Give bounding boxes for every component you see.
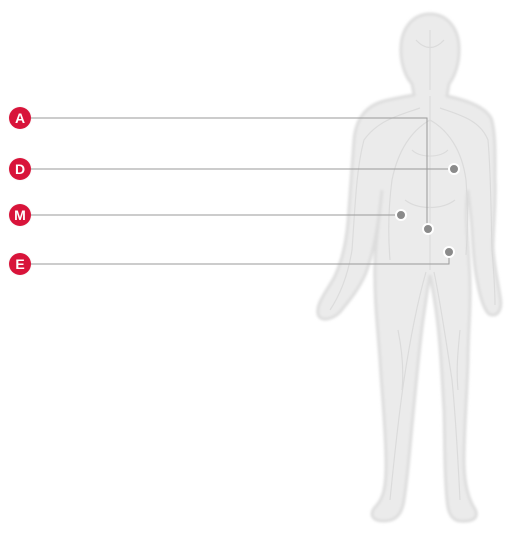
marker-dot-a (423, 224, 433, 234)
callout-badge-m[interactable]: M (9, 204, 31, 226)
callout-badge-a[interactable]: A (9, 107, 31, 129)
marker-dot-d (449, 164, 459, 174)
marker-dot-m (396, 210, 406, 220)
human-body-silhouette (318, 14, 501, 521)
callout-badge-e[interactable]: E (9, 253, 31, 275)
marker-dot-e (444, 247, 454, 257)
callout-badge-d[interactable]: D (9, 158, 31, 180)
